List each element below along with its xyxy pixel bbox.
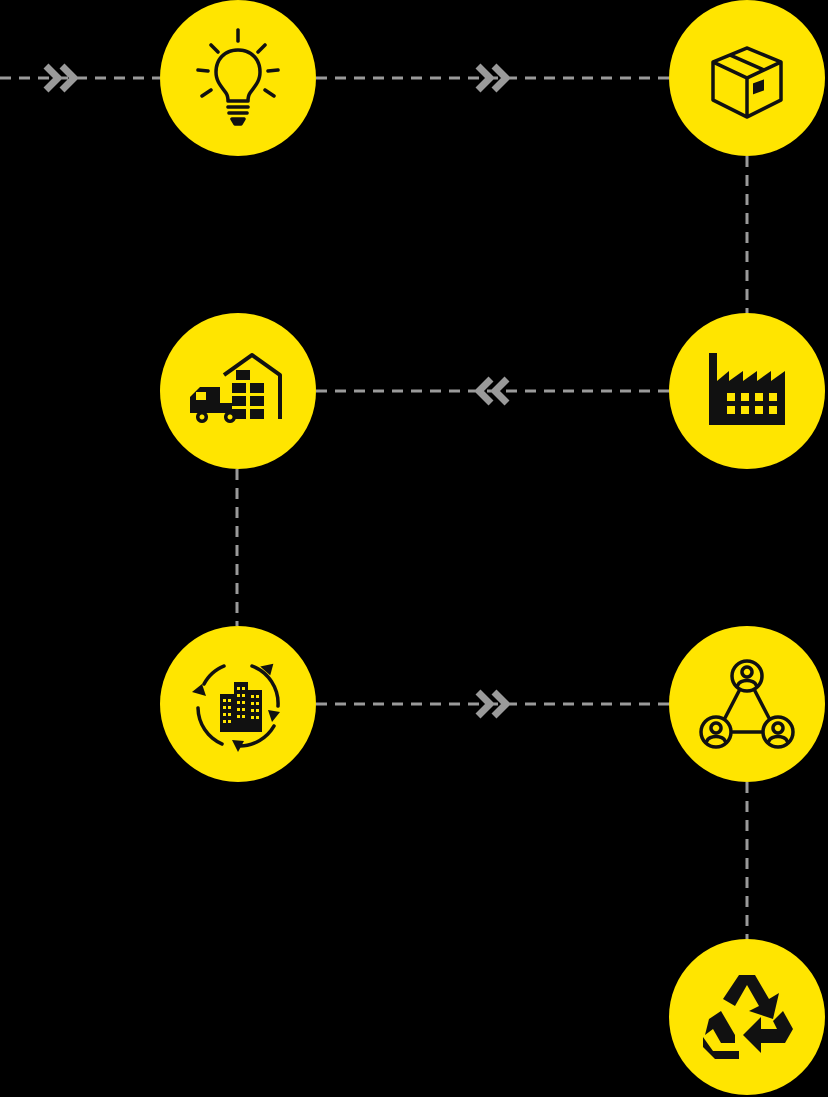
node-distribution xyxy=(160,313,316,469)
arrow-right-icon xyxy=(475,63,511,93)
node-product xyxy=(669,0,825,156)
package-box-icon xyxy=(711,46,783,119)
lightbulb-icon xyxy=(196,28,280,126)
factory-icon xyxy=(709,353,785,425)
city-cycle-icon xyxy=(192,663,280,752)
node-community xyxy=(669,626,825,782)
recycle-icon xyxy=(703,975,793,1059)
arrow-right-icon xyxy=(43,63,79,93)
user-network-icon xyxy=(699,659,795,749)
node-idea xyxy=(160,0,316,156)
arrow-right-icon xyxy=(475,689,511,719)
node-urban-cycle xyxy=(160,626,316,782)
arrow-left-icon xyxy=(474,376,510,406)
node-manufacturing xyxy=(669,313,825,469)
delivery-truck-warehouse-icon xyxy=(190,353,282,423)
node-recycling xyxy=(669,939,825,1095)
